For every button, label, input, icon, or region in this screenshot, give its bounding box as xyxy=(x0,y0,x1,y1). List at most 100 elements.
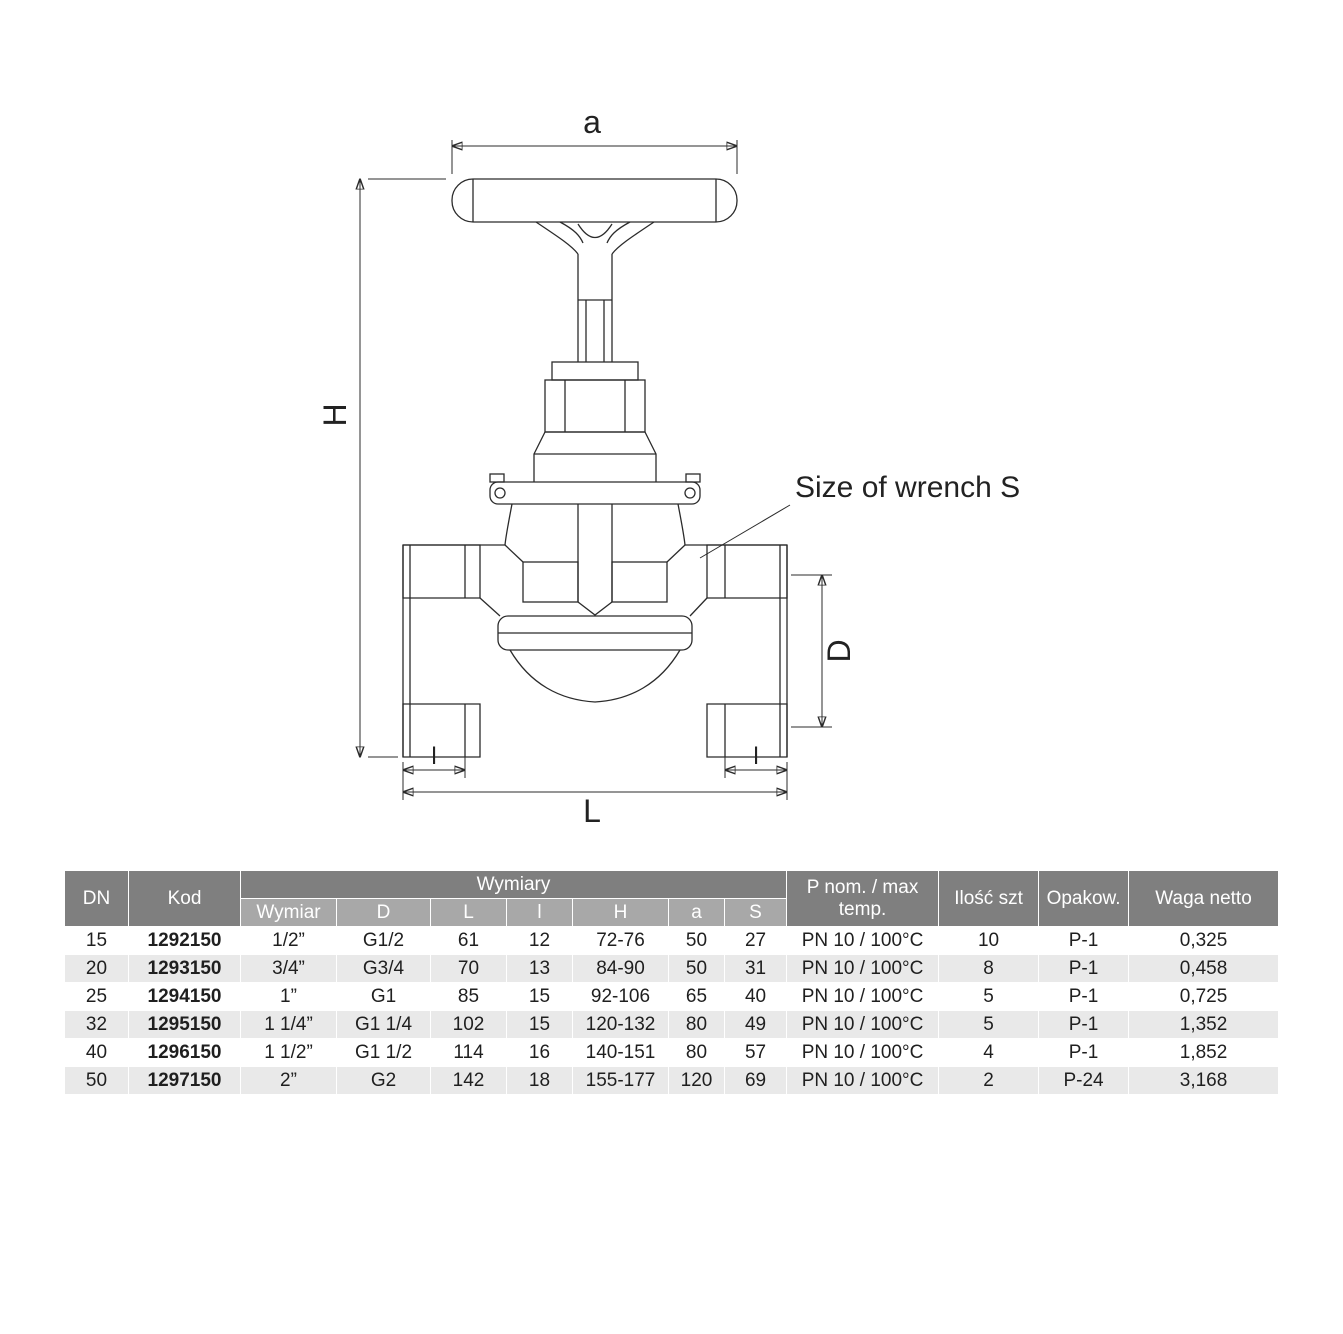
cell-a: 80 xyxy=(668,1038,725,1067)
valve-stem xyxy=(577,254,613,362)
subcol-l-small: l xyxy=(506,898,573,927)
cell-l: 102 xyxy=(430,1010,507,1039)
dimension-H-label: H xyxy=(317,403,353,426)
cell-waga: 1,352 xyxy=(1128,1010,1280,1039)
cell-ilosc: 10 xyxy=(938,926,1040,955)
cell-d: G1 1/2 xyxy=(336,1038,431,1067)
cell-l-small: 18 xyxy=(506,1066,573,1095)
cell-wymiar: 2” xyxy=(240,1066,337,1095)
cell-opakow: P-1 xyxy=(1038,982,1130,1011)
cell-l: 61 xyxy=(430,926,507,955)
dimension-l-right-label: l xyxy=(753,743,758,770)
cell-ilosc: 5 xyxy=(938,1010,1040,1039)
subcol-s: S xyxy=(723,898,788,927)
table-row: 15 1292150 1/2” G1/2 61 12 72-76 50 27 P… xyxy=(64,926,1280,955)
cell-a: 50 xyxy=(668,954,725,983)
col-header-wymiary: Wymiary xyxy=(239,870,788,899)
cell-h: 72-76 xyxy=(572,926,669,955)
col-header-ilosc: Ilość szt xyxy=(938,870,1040,927)
table-row: 32 1295150 1 1/4” G1 1/4 102 15 120-132 … xyxy=(64,1010,1280,1039)
wrench-note-label: Size of wrench S xyxy=(795,471,1020,504)
cell-opakow: P-24 xyxy=(1038,1066,1130,1095)
cell-d: G1 1/4 xyxy=(336,1010,431,1039)
cell-d: G1 xyxy=(336,982,431,1011)
cell-l: 142 xyxy=(430,1066,507,1095)
cell-opakow: P-1 xyxy=(1038,954,1130,983)
bonnet-hex xyxy=(533,431,657,482)
spec-table: DN Kod Wymiary P nom. / max temp. Ilość … xyxy=(64,870,1280,1095)
dimension-l-right: l xyxy=(725,743,787,778)
wrench-annotation: Size of wrench S xyxy=(699,471,1020,559)
subcol-wymiar: Wymiar xyxy=(240,898,337,927)
table-row: 25 1294150 1” G1 85 15 92-106 65 40 PN 1… xyxy=(64,982,1280,1011)
cell-l-small: 16 xyxy=(506,1038,573,1067)
subcol-h: H xyxy=(572,898,669,927)
cell-l-small: 12 xyxy=(506,926,573,955)
subcol-d: D xyxy=(336,898,431,927)
cell-s: 31 xyxy=(723,954,788,983)
table-row: 50 1297150 2” G2 142 18 155-177 120 69 P… xyxy=(64,1066,1280,1095)
cell-pnom: PN 10 / 100°C xyxy=(786,1010,940,1039)
cell-dn: 50 xyxy=(64,1066,129,1095)
cell-h: 155-177 xyxy=(572,1066,669,1095)
cell-waga: 3,168 xyxy=(1128,1066,1280,1095)
gland-nut xyxy=(544,361,646,433)
cell-opakow: P-1 xyxy=(1038,926,1130,955)
cell-ilosc: 5 xyxy=(938,982,1040,1011)
valve-technical-drawing: a xyxy=(317,104,1020,829)
cell-l: 114 xyxy=(430,1038,507,1067)
cell-s: 69 xyxy=(723,1066,788,1095)
cell-a: 120 xyxy=(668,1066,725,1095)
subcol-l: L xyxy=(430,898,507,927)
cell-pnom: PN 10 / 100°C xyxy=(786,926,940,955)
dimension-a-label: a xyxy=(583,104,601,140)
header-row-1: DN Kod Wymiary P nom. / max temp. Ilość … xyxy=(64,870,1280,927)
col-header-opakow: Opakow. xyxy=(1038,870,1130,927)
body-flange xyxy=(489,473,701,546)
cell-s: 57 xyxy=(723,1038,788,1067)
dimension-l-left: l xyxy=(403,743,465,778)
dimension-L: L xyxy=(403,762,787,829)
cell-pnom: PN 10 / 100°C xyxy=(786,982,940,1011)
cell-s: 27 xyxy=(723,926,788,955)
valve-body xyxy=(402,504,788,758)
table-row: 40 1296150 1 1/2” G1 1/2 114 16 140-151 … xyxy=(64,1038,1280,1067)
cell-pnom: PN 10 / 100°C xyxy=(786,1038,940,1067)
cell-kod: 1294150 xyxy=(128,982,241,1011)
dimension-D-label: D xyxy=(821,639,857,662)
cell-h: 120-132 xyxy=(572,1010,669,1039)
col-header-pnom: P nom. / max temp. xyxy=(786,870,940,927)
cell-l: 70 xyxy=(430,954,507,983)
cell-waga: 0,458 xyxy=(1128,954,1280,983)
cell-kod: 1293150 xyxy=(128,954,241,983)
cell-l-small: 15 xyxy=(506,982,573,1011)
cell-dn: 32 xyxy=(64,1010,129,1039)
cell-opakow: P-1 xyxy=(1038,1038,1130,1067)
cell-kod: 1296150 xyxy=(128,1038,241,1067)
cell-ilosc: 8 xyxy=(938,954,1040,983)
table-row: 20 1293150 3/4” G3/4 70 13 84-90 50 31 P… xyxy=(64,954,1280,983)
cell-opakow: P-1 xyxy=(1038,1010,1130,1039)
cell-h: 92-106 xyxy=(572,982,669,1011)
col-header-waga: Waga netto xyxy=(1128,870,1280,927)
cell-l-small: 15 xyxy=(506,1010,573,1039)
cell-h: 84-90 xyxy=(572,954,669,983)
cell-kod: 1297150 xyxy=(128,1066,241,1095)
cell-a: 80 xyxy=(668,1010,725,1039)
cell-waga: 0,325 xyxy=(1128,926,1280,955)
cell-s: 40 xyxy=(723,982,788,1011)
pnom-line1: P nom. / max xyxy=(806,876,919,898)
cell-h: 140-151 xyxy=(572,1038,669,1067)
cell-dn: 25 xyxy=(64,982,129,1011)
pnom-line2: temp. xyxy=(838,898,887,920)
cell-dn: 15 xyxy=(64,926,129,955)
cell-pnom: PN 10 / 100°C xyxy=(786,954,940,983)
col-header-kod: Kod xyxy=(128,870,241,927)
dimension-H: H xyxy=(317,179,446,757)
cell-s: 49 xyxy=(723,1010,788,1039)
cell-a: 50 xyxy=(668,926,725,955)
cell-wymiar: 1/2” xyxy=(240,926,337,955)
cell-ilosc: 2 xyxy=(938,1066,1040,1095)
cell-l-small: 13 xyxy=(506,954,573,983)
